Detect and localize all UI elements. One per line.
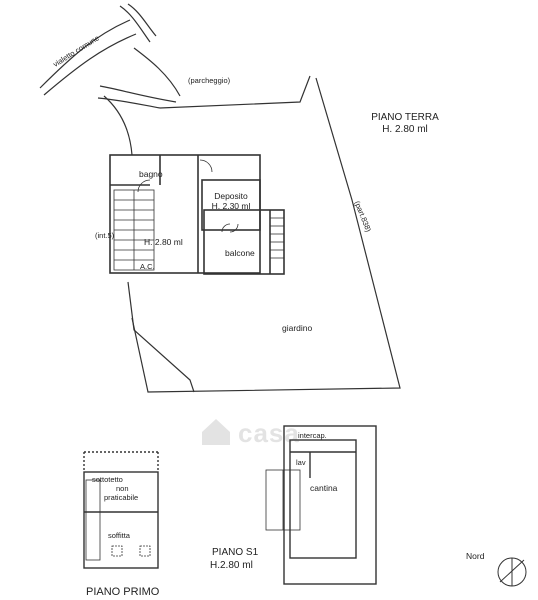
lot-boundary: [103, 75, 401, 393]
interior-label: (int.5): [95, 231, 115, 240]
ground-floor-height: H. 2.80 ml: [382, 124, 428, 135]
parking-label: (parcheggio): [188, 76, 231, 85]
garden-label: giardino: [282, 323, 313, 333]
basement-height: H.2.80 ml: [210, 560, 253, 571]
room-sottotetto: sottotetto: [92, 475, 123, 484]
main-room-height: H. 2.80 ml: [144, 237, 183, 247]
basement-plan: [265, 425, 377, 585]
north-arrow: [497, 557, 527, 587]
room-balcone: balcone: [225, 248, 255, 258]
room-non: non: [116, 484, 129, 493]
basement-title: PIANO S1: [212, 547, 259, 558]
first-floor-plan: [83, 451, 159, 569]
ground-floor-title: PIANO TERRA: [371, 112, 439, 123]
ac-label: A.C.: [140, 262, 155, 271]
door-swings: [137, 159, 239, 233]
room-soffitta: soffitta: [108, 531, 130, 540]
house-icon: [202, 419, 230, 445]
access-road: [39, 3, 181, 109]
first-floor-title: PIANO PRIMO: [86, 586, 160, 598]
room-praticabile: praticabile: [104, 493, 139, 502]
room-bagno: bagno: [139, 169, 163, 179]
room-lav: lav: [296, 458, 306, 467]
north-label: Nord: [466, 551, 485, 561]
room-deposito-height: H. 2.30 ml: [211, 201, 251, 211]
ground-floor-plan: [109, 154, 285, 275]
room-cantina: cantina: [310, 483, 338, 493]
ground-floor-stair: [113, 189, 284, 271]
room-deposito: Deposito: [214, 191, 248, 201]
watermark-logo: casa: [198, 414, 348, 450]
room-intercap: intercap.: [298, 431, 327, 440]
watermark-text: casa: [238, 418, 300, 448]
